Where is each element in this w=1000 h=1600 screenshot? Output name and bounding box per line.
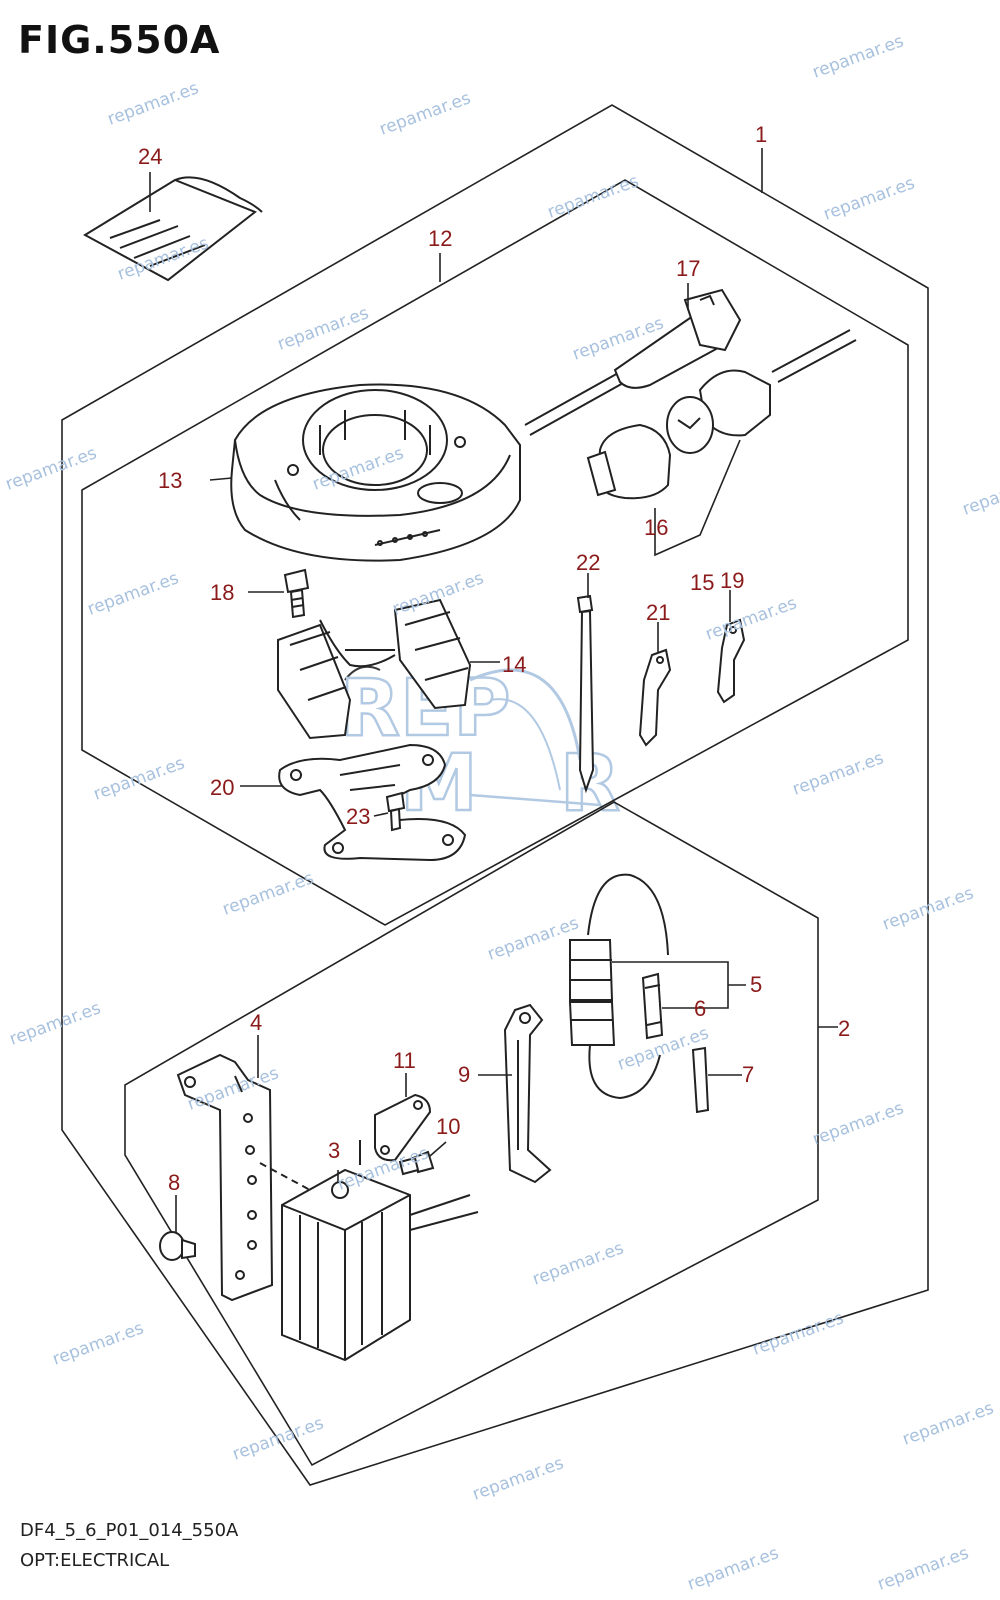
watermark-text: repamar.es: [685, 1543, 782, 1594]
callout-3: 3: [328, 1138, 340, 1163]
watermark-text: repamar.es: [85, 568, 182, 619]
watermark-text: repamar.es: [3, 443, 100, 494]
callout-4: 4: [250, 1010, 262, 1035]
part-clamp-9: [503, 1003, 552, 1184]
watermark-text: repamar.es: [220, 868, 317, 919]
part-bracket-11: [374, 1093, 432, 1162]
part-cabletie-22: [576, 594, 595, 794]
watermark-text: repamar.es: [230, 1413, 327, 1464]
part-fuse-6: [641, 972, 664, 1040]
part-clamp-21: [638, 648, 672, 747]
part-connector-16: [586, 423, 672, 500]
part-bolt-18: [283, 568, 310, 619]
part-bag-24: [82, 176, 263, 282]
figure-subtitle: OPT:ELECTRICAL: [20, 1550, 170, 1571]
part-coil-14: [277, 598, 472, 740]
callout-12: 12: [428, 226, 452, 251]
leader-lines: [149, 148, 838, 1233]
callout-17: 17: [676, 256, 700, 281]
part-connector-15: [666, 329, 857, 454]
callout-6: 6: [694, 996, 706, 1021]
callout-2: 2: [838, 1016, 850, 1041]
figure-code: DF4_5_6_P01_014_550A: [20, 1520, 239, 1541]
callout-23: 23: [346, 804, 370, 829]
part-grommet-8: [159, 1231, 196, 1261]
part-clamp-19: [716, 618, 746, 704]
callout-15: 15: [690, 570, 714, 595]
part-fuseholder-5: [568, 873, 669, 1100]
callout-22: 22: [576, 550, 600, 575]
watermark-text: repamar.es: [485, 913, 582, 964]
kit-outline-12: [81, 179, 909, 926]
watermark-text: repamar.es: [7, 998, 104, 1049]
callout-9: 9: [458, 1062, 470, 1087]
watermark-text: repamar.es: [530, 1238, 627, 1289]
callout-20: 20: [210, 775, 234, 800]
watermark-text: repamar.es: [470, 1453, 567, 1504]
watermark-text: repamar.es: [875, 1543, 972, 1594]
part-bracket-4: [176, 1053, 274, 1302]
part-tube-7: [691, 1046, 710, 1114]
callout-19: 19: [720, 568, 744, 593]
callout-14: 14: [502, 652, 526, 677]
callout-24: 24: [138, 144, 162, 169]
part-bolt-10: [398, 1150, 435, 1176]
figure-title: FIG.550A: [18, 18, 221, 62]
part-stator-13: [230, 383, 521, 562]
callout-16: 16: [644, 515, 668, 540]
part-plate-20: [278, 743, 467, 862]
callout-13: 13: [158, 468, 182, 493]
callout-1: 1: [755, 122, 767, 147]
watermark-text: repamar.es: [790, 748, 887, 799]
callout-5: 5: [750, 972, 762, 997]
watermark-text: repamar.es: [545, 171, 642, 222]
watermark-text: repamar.es: [105, 78, 202, 129]
part-regulator-3: [259, 1140, 479, 1362]
watermark-text: repamar.es: [377, 88, 474, 139]
watermark-text: repamar.es: [900, 1398, 997, 1449]
watermark-text: repamar.es: [821, 173, 918, 224]
callout-8: 8: [168, 1170, 180, 1195]
callout-labels: 1 2 3 4 5 6 7 8 9 10 11 12 13 14 15 16 1…: [138, 122, 850, 1195]
callout-18: 18: [210, 580, 234, 605]
part-connector-17: [524, 288, 742, 436]
watermark-text: repamar.es: [960, 468, 1000, 519]
watermark-text: repamar.es: [810, 31, 907, 82]
callout-7: 7: [742, 1062, 754, 1087]
watermark-text: repamar.es: [91, 753, 188, 804]
watermark-text: repamar.es: [50, 1318, 147, 1369]
watermark-text: repamar.es: [275, 303, 372, 354]
callout-21: 21: [646, 600, 670, 625]
watermark-text: repamar.es: [750, 1308, 847, 1359]
watermark-text: repamar.es: [810, 1098, 907, 1149]
callout-11: 11: [393, 1048, 416, 1073]
callout-10: 10: [436, 1114, 460, 1139]
kit-outline-1: [61, 104, 929, 1486]
watermark-text: repamar.es: [703, 593, 800, 644]
kit-outline-2: [124, 801, 819, 1467]
part-bolt-23: [385, 791, 406, 832]
watermarks: repamar.es repamar.es repamar.es repamar…: [3, 31, 1000, 1594]
